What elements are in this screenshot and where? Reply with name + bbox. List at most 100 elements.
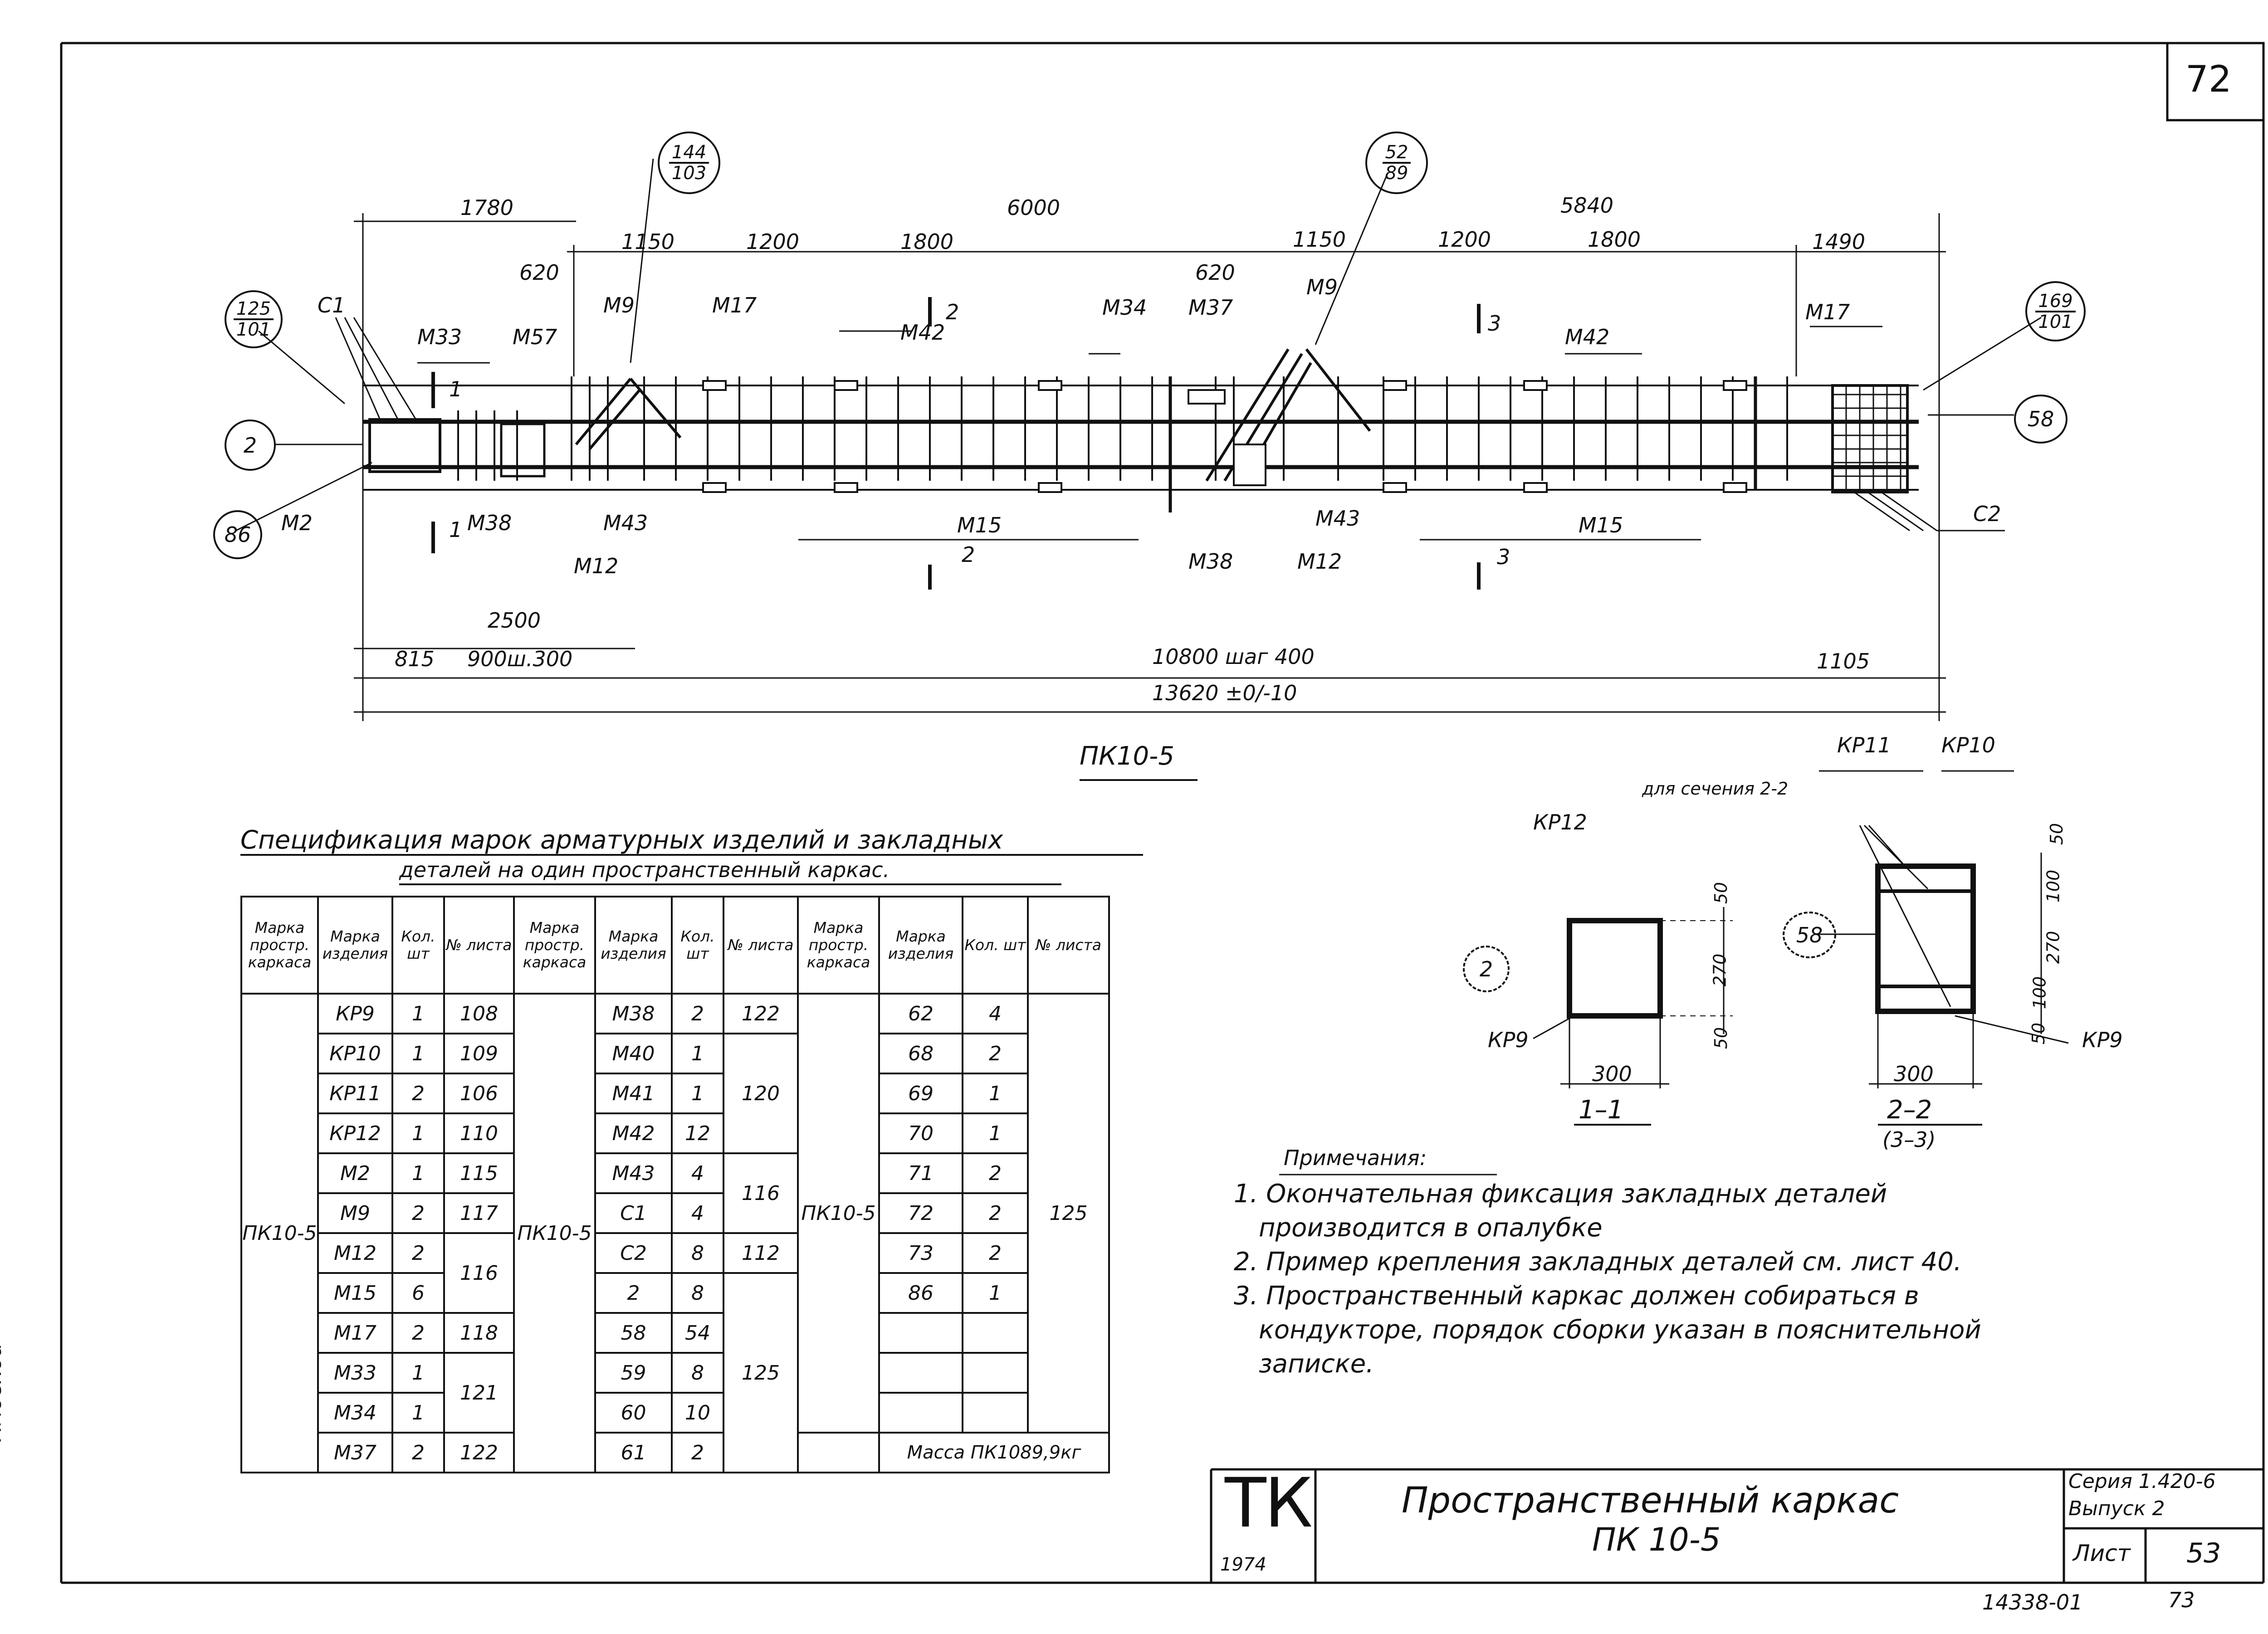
note-line-2: производится в опалубке [1259,1213,1603,1243]
dim-22-300: 300 [1894,1062,1934,1086]
mark-m37: М37 [1188,295,1233,320]
section-mark-3-bottom: 3 [1497,545,1510,569]
table-cell: 1 [391,993,445,1034]
table-cell: С1 [594,1192,673,1234]
table-cell: 1 [391,1392,445,1434]
dim-22-top50: 50 [2047,823,2067,845]
table-cell: 2 [594,1272,673,1314]
dim-bottom-900: 900ш.300 [467,647,573,671]
frame-cell-2: ПК10-5 [513,993,596,1473]
table-cell: 54 [671,1312,724,1354]
table-cell: М17 [317,1312,393,1354]
table-cell: 2 [962,1192,1029,1234]
table-cell: 106 [443,1073,515,1114]
section-note: для сечения 2-2 [1642,779,1789,799]
note-line-1: 1. Окончательная фиксация закладных дета… [1234,1179,1887,1209]
mark-m42-left: М42 [900,320,945,345]
table-cell: 122 [723,993,799,1034]
mark-m15-right: М15 [1579,513,1623,537]
table-cell [797,1432,880,1473]
drawing-title-2: ПК 10-5 [1592,1521,1721,1558]
section-mark-1-bottom: 1 [449,517,463,542]
hdr-sheet-3: № листа [1027,896,1110,995]
dim-second-6: 1800 [1588,227,1641,252]
table-cell: 70 [878,1112,963,1154]
table-cell: М42 [594,1112,673,1154]
table-cell: 120 [723,1033,799,1154]
mark-m34: М34 [1102,295,1147,320]
table-cell: 1 [962,1272,1029,1314]
sheet-value: 53 [2186,1537,2221,1569]
elevation-title: ПК10-5 [1080,741,1174,771]
mass-cell: Масса ПК1089,9кг [878,1432,1110,1473]
label-kr9-left: КР9 [1488,1028,1529,1052]
table-cell: 2 [671,1432,724,1473]
table-cell: 112 [723,1232,799,1274]
side-label: Плоскоа [0,1342,6,1442]
table-cell [878,1312,963,1354]
series-label: Серия 1.420-6 [2068,1470,2216,1493]
mark-m9-right: М9 [1306,275,1338,299]
table-cell: 62 [878,993,963,1034]
table-cell: 2 [391,1192,445,1234]
callout-86: 86 [213,510,262,559]
table-cell: 60 [594,1392,673,1434]
hdr-qty-2: Кол. шт [671,896,724,995]
table-cell: 108 [443,993,515,1034]
table-cell: 59 [594,1352,673,1394]
label-kr10: КР10 [1941,733,1995,757]
hdr-item-1: Марка изделия [317,896,393,995]
sheet-number: 72 [2185,58,2232,100]
table-cell: 8 [671,1352,724,1394]
spec-title-2: деталей на один пространственный каркас. [399,858,890,882]
dim-11-top50: 50 [1711,882,1731,904]
spec-title-1: Спецификация марок арматурных изделий и … [240,825,1003,855]
table-cell: 4 [671,1192,724,1234]
table-cell: 1 [962,1073,1029,1114]
dim-bottom-1105: 1105 [1817,649,1870,673]
elevation-frame [335,317,2005,532]
section-mark-1-top: 1 [449,377,463,401]
table-cell: 121 [443,1352,515,1434]
issue-label: Выпуск 2 [2068,1497,2165,1520]
hdr-frame-1: Марка простр. каркаса [240,896,319,995]
table-cell: М41 [594,1073,673,1114]
table-cell [878,1392,963,1434]
table-cell: 2 [391,1232,445,1274]
table-cell: М2 [317,1152,393,1194]
table-cell: 1 [391,1033,445,1074]
dim-top-1: 1780 [460,195,514,220]
frame-cell-1: ПК10-5 [240,993,319,1473]
table-cell: КР10 [317,1033,393,1074]
table-cell: М12 [317,1232,393,1274]
table-cell: 12 [671,1112,724,1154]
table-cell: 1 [391,1352,445,1394]
mark-m17-left: М17 [712,293,757,317]
table-cell [962,1352,1029,1394]
table-cell: 1 [962,1112,1029,1154]
tk-logo: ТК [1225,1464,1313,1543]
section-mark-2-bottom: 2 [962,542,975,567]
table-cell: 2 [391,1312,445,1354]
table-cell: 8 [671,1272,724,1314]
table-cell: М33 [317,1352,393,1394]
table-cell: 116 [443,1232,515,1314]
table-cell: 71 [878,1152,963,1194]
drawing-title-1: Пространственный каркас [1402,1480,1899,1521]
mark-m38-right: М38 [1188,549,1233,574]
mark-m15-left: М15 [957,513,1002,537]
label-section-2-2: 2–2 [1887,1095,1932,1125]
table-cell: 68 [878,1033,963,1074]
note-line-5: кондукторе, порядок сборки указан в пояс… [1259,1315,1981,1345]
table-cell: 1 [671,1073,724,1114]
table-cell: 8 [671,1232,724,1274]
callout-2: 2 [225,419,276,471]
